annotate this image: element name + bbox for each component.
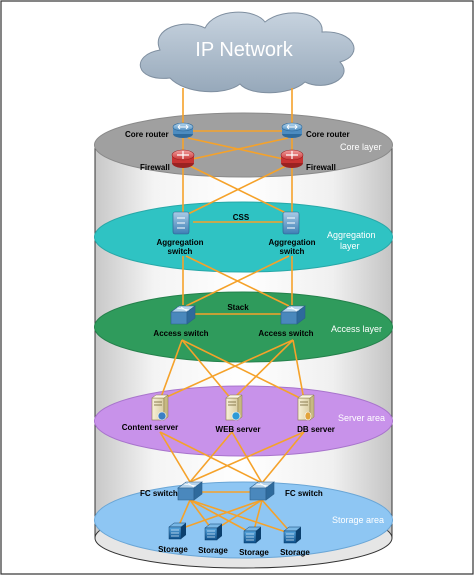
storage-2-label: Storage <box>198 546 228 555</box>
access-switch-right-icon <box>280 305 306 325</box>
access-switch-left-icon <box>170 305 196 325</box>
server-area: Server area <box>94 385 393 457</box>
storage-3-label: Storage <box>239 548 269 557</box>
storage-1-label: Storage <box>158 545 188 554</box>
web-server-label: WEB server <box>216 425 261 434</box>
links <box>159 88 305 535</box>
aggregation-switch-right-icon <box>282 211 300 235</box>
aggregation-switch-left-label-2: switch <box>168 247 193 256</box>
aggregation-switch-left-icon <box>172 211 190 235</box>
server-area-label: Server area <box>338 413 385 423</box>
core-router-left-label: Core router <box>125 130 169 139</box>
web-server-icon <box>225 394 243 421</box>
aggregation-switch-right-label-1: Aggregation <box>268 238 315 247</box>
css-label: CSS <box>233 213 250 222</box>
access-switch-right-label: Access switch <box>258 329 313 338</box>
ip-network-cloud: IP Network <box>139 11 355 94</box>
access-layer: Access layer <box>94 291 393 363</box>
firewall-left-icon <box>171 149 195 168</box>
storage-2-icon <box>204 523 223 541</box>
core-layer-label: Core layer <box>340 142 382 152</box>
firewall-right-icon <box>280 149 304 168</box>
db-server-icon <box>297 394 315 421</box>
db-server-label: DB server <box>297 425 335 434</box>
firewall-right-label: Firewall <box>306 163 336 172</box>
stack-label: Stack <box>227 303 249 312</box>
access-switch-left-label: Access switch <box>153 329 208 338</box>
core-router-right-icon <box>281 122 303 138</box>
aggregation-layer-label-2: layer <box>340 241 360 251</box>
storage-4-label: Storage <box>280 548 310 557</box>
aggregation-switch-right-label-2: switch <box>280 247 305 256</box>
fc-switch-left-icon <box>177 481 203 501</box>
aggregation-layer-label-1: Aggregation <box>327 230 376 240</box>
content-server-icon <box>151 394 169 421</box>
storage-area-label: Storage area <box>332 515 384 525</box>
core-layer: Core layer <box>94 112 393 178</box>
firewall-left-label: Firewall <box>140 163 170 172</box>
aggregation-layer: Aggregation layer <box>94 201 393 273</box>
network-title: IP Network <box>195 39 293 61</box>
storage-1-icon <box>168 522 187 540</box>
fc-switch-left-label: FC switch <box>140 489 178 498</box>
fc-switch-right-label: FC switch <box>285 489 323 498</box>
fc-switch-right-icon <box>249 481 275 501</box>
core-router-right-label: Core router <box>306 130 350 139</box>
storage-4-icon <box>283 526 302 544</box>
aggregation-switch-left-label-1: Aggregation <box>156 238 203 247</box>
storage-3-icon <box>243 526 262 544</box>
content-server-label: Content server <box>122 423 178 432</box>
access-layer-label: Access layer <box>331 324 382 334</box>
core-router-left-icon <box>172 122 194 138</box>
